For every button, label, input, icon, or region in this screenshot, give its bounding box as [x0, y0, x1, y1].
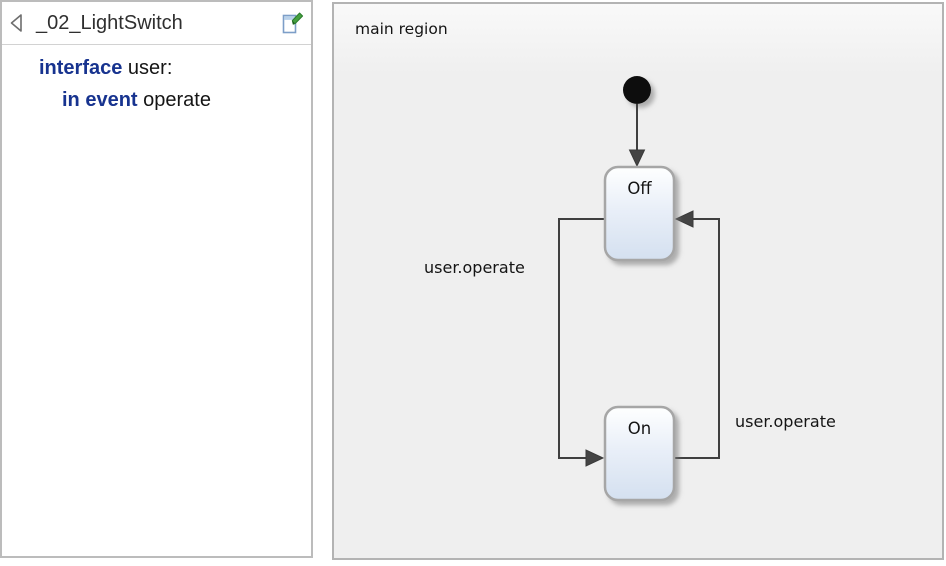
state-on-label[interactable]: On [628, 419, 651, 438]
definition-panel-header: _02_LightSwitch [2, 2, 311, 45]
interface-name-text: user: [122, 57, 173, 79]
keyword-interface: interface [39, 57, 123, 79]
state-off[interactable]: Off [603, 165, 676, 262]
diagram-canvas[interactable]: main region user.operate user.operate [332, 2, 944, 560]
region-label[interactable]: main region [355, 20, 448, 38]
edit-definition-icon[interactable] [281, 10, 305, 36]
definition-text-area[interactable]: interface user: in event operate [2, 45, 311, 116]
transition-on-to-off[interactable] [674, 210, 720, 459]
transition-off-to-on[interactable] [558, 218, 605, 467]
transition-off-to-on-label[interactable]: user.operate [424, 258, 525, 277]
statechart-title: _02_LightSwitch [36, 11, 183, 34]
event-name-text: operate [137, 89, 211, 111]
collapse-panel-icon[interactable] [8, 12, 26, 34]
state-off-label[interactable]: Off [627, 179, 652, 198]
initial-state-dot[interactable] [623, 76, 651, 104]
transition-on-to-off-label[interactable]: user.operate [735, 412, 836, 431]
definition-line-event: in event operate [62, 84, 311, 116]
keyword-in-event: in event [62, 89, 138, 111]
definition-line-interface: interface user: [39, 52, 311, 84]
state-on[interactable]: On [603, 405, 676, 502]
transition-initial-to-off[interactable] [628, 104, 646, 168]
definition-panel: _02_LightSwitch interface user: in event… [0, 0, 313, 558]
